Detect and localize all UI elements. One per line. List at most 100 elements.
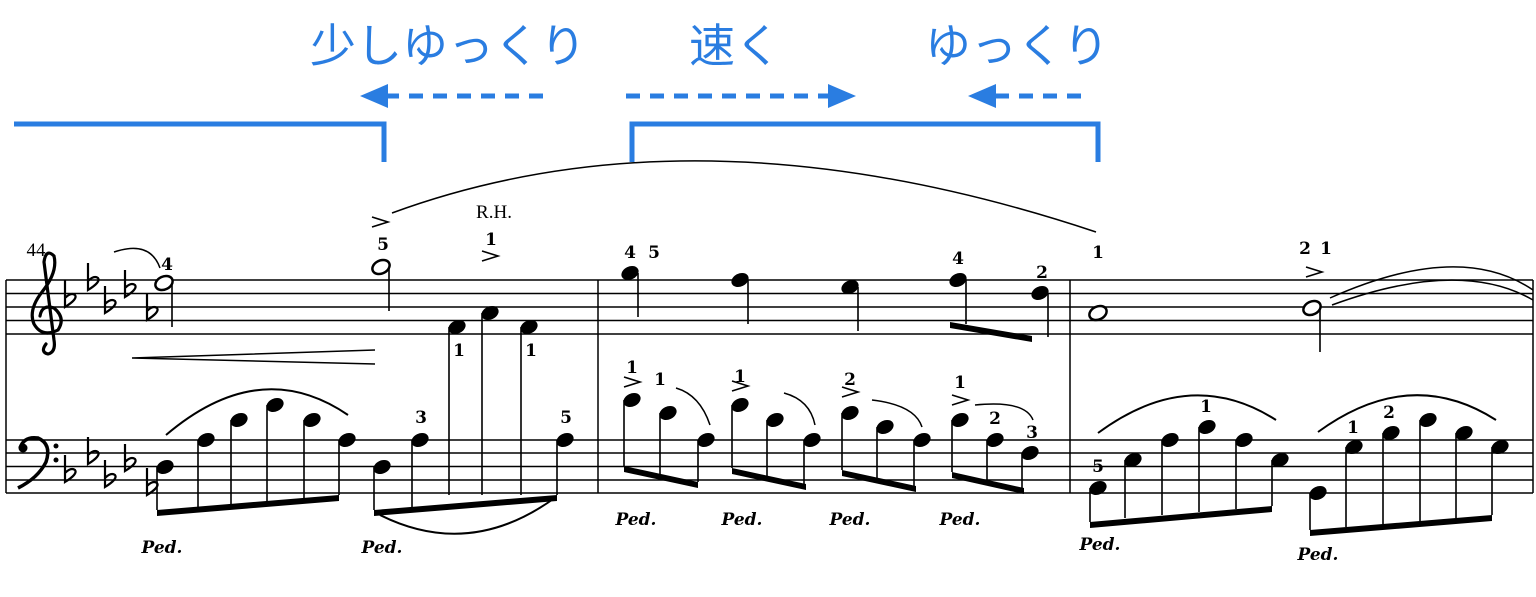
fingering-number: 5 xyxy=(377,235,389,255)
fingering-number: 2 xyxy=(989,409,1001,429)
fingering-number: 1 xyxy=(954,373,966,393)
tempo-annotation-faster: 速く xyxy=(689,19,781,73)
pedal-marks: Ped.Ped.Ped.Ped.Ped.Ped.Ped.Ped. xyxy=(141,510,1339,565)
slur xyxy=(391,160,1097,233)
pedal-mark: Ped. xyxy=(361,538,403,558)
flat-icon xyxy=(86,263,100,292)
flat-icon xyxy=(123,270,137,299)
slur xyxy=(1317,394,1497,433)
note-head xyxy=(803,432,821,448)
slur xyxy=(974,403,1034,421)
note-head xyxy=(156,459,174,475)
fingering-number: 4 xyxy=(624,243,636,263)
slur xyxy=(871,399,923,428)
fingering-number: 1 xyxy=(626,358,638,378)
pedal-mark: Ped. xyxy=(939,510,981,530)
arrow-right-icon xyxy=(828,84,856,108)
note-head xyxy=(1382,425,1400,441)
tempo-arrows xyxy=(360,84,1090,108)
note-head xyxy=(951,412,969,428)
pedal-mark: Ped. xyxy=(1079,535,1121,555)
beam xyxy=(842,470,916,492)
note-head xyxy=(986,432,1004,448)
right-hand-mark: R.H. xyxy=(476,202,512,223)
note-head xyxy=(338,432,356,448)
accent-mark xyxy=(623,376,643,388)
bracket-2 xyxy=(629,121,1101,162)
note-head xyxy=(841,405,859,421)
flat-icon xyxy=(63,280,77,309)
pedal-mark: Ped. xyxy=(829,510,871,530)
slur xyxy=(165,388,349,436)
note-head xyxy=(411,432,429,448)
bass-clef-icon xyxy=(17,435,59,490)
pedal-mark: Ped. xyxy=(721,510,763,530)
note-head xyxy=(1455,425,1473,441)
tempo-annotation-slightly-slower: 少しゆっくり xyxy=(310,19,586,73)
fingering-number: 1 xyxy=(734,367,746,387)
crescendo-hairpin xyxy=(131,349,376,365)
note-head xyxy=(1088,304,1108,322)
bass-clef-path xyxy=(17,435,50,490)
note-head xyxy=(230,412,248,428)
accent-mark xyxy=(481,250,501,262)
beam xyxy=(1310,515,1492,536)
fingering-number: 1 xyxy=(1320,239,1332,259)
note-head xyxy=(556,432,574,448)
note-head xyxy=(697,432,715,448)
note-head xyxy=(623,392,641,408)
slur xyxy=(113,247,161,269)
note-head xyxy=(841,279,859,295)
measure-number: 44 xyxy=(27,240,47,261)
note-head xyxy=(1271,452,1289,468)
notes xyxy=(63,160,1534,536)
note-head xyxy=(913,432,931,448)
flat-icon xyxy=(86,437,100,466)
fingering-number: 1 xyxy=(1092,243,1104,263)
fingering-number: 4 xyxy=(161,255,173,275)
note-head xyxy=(731,272,749,288)
bass-clef-dot xyxy=(18,443,28,453)
pedal-mark: Ped. xyxy=(1297,545,1339,565)
note-head xyxy=(1124,452,1142,468)
fingering-number: 3 xyxy=(415,408,427,428)
fingering-number: 1 xyxy=(1200,397,1212,417)
beam xyxy=(1090,506,1272,528)
note-head xyxy=(1198,419,1216,435)
fingering-number: 2 xyxy=(1383,403,1395,423)
grand-staff xyxy=(5,279,1534,494)
note-head xyxy=(448,319,466,335)
fingering-number: 2 xyxy=(844,370,856,390)
note-head xyxy=(1031,285,1049,301)
treble-clef-icon xyxy=(30,251,63,356)
note-head xyxy=(1491,439,1509,455)
flat-icon xyxy=(123,444,137,473)
note-head xyxy=(1161,432,1179,448)
fingering-number: 3 xyxy=(1026,423,1038,443)
fingering-number: 5 xyxy=(648,243,660,263)
flat-icon xyxy=(103,286,117,315)
slur xyxy=(1329,266,1534,299)
note-head xyxy=(766,412,784,428)
fingering-number: 2 xyxy=(1299,239,1311,259)
phrase-brackets xyxy=(14,121,1101,162)
flat-icon xyxy=(63,455,77,484)
note-head xyxy=(1309,485,1327,501)
beam xyxy=(374,495,557,516)
accent-mark xyxy=(951,394,971,406)
note-head xyxy=(266,397,284,413)
pedal-mark: Ped. xyxy=(615,510,657,530)
note-head xyxy=(481,305,499,321)
fingering-number: 1 xyxy=(525,341,537,361)
note-head xyxy=(1089,480,1107,496)
note-head xyxy=(154,274,174,292)
flat-icon xyxy=(145,468,159,497)
accent-mark xyxy=(841,386,861,398)
bass-clef-dot xyxy=(53,443,59,449)
beam xyxy=(950,322,1032,342)
note-head xyxy=(1419,412,1437,428)
fingering-number: 1 xyxy=(453,341,465,361)
note-head xyxy=(949,272,967,288)
